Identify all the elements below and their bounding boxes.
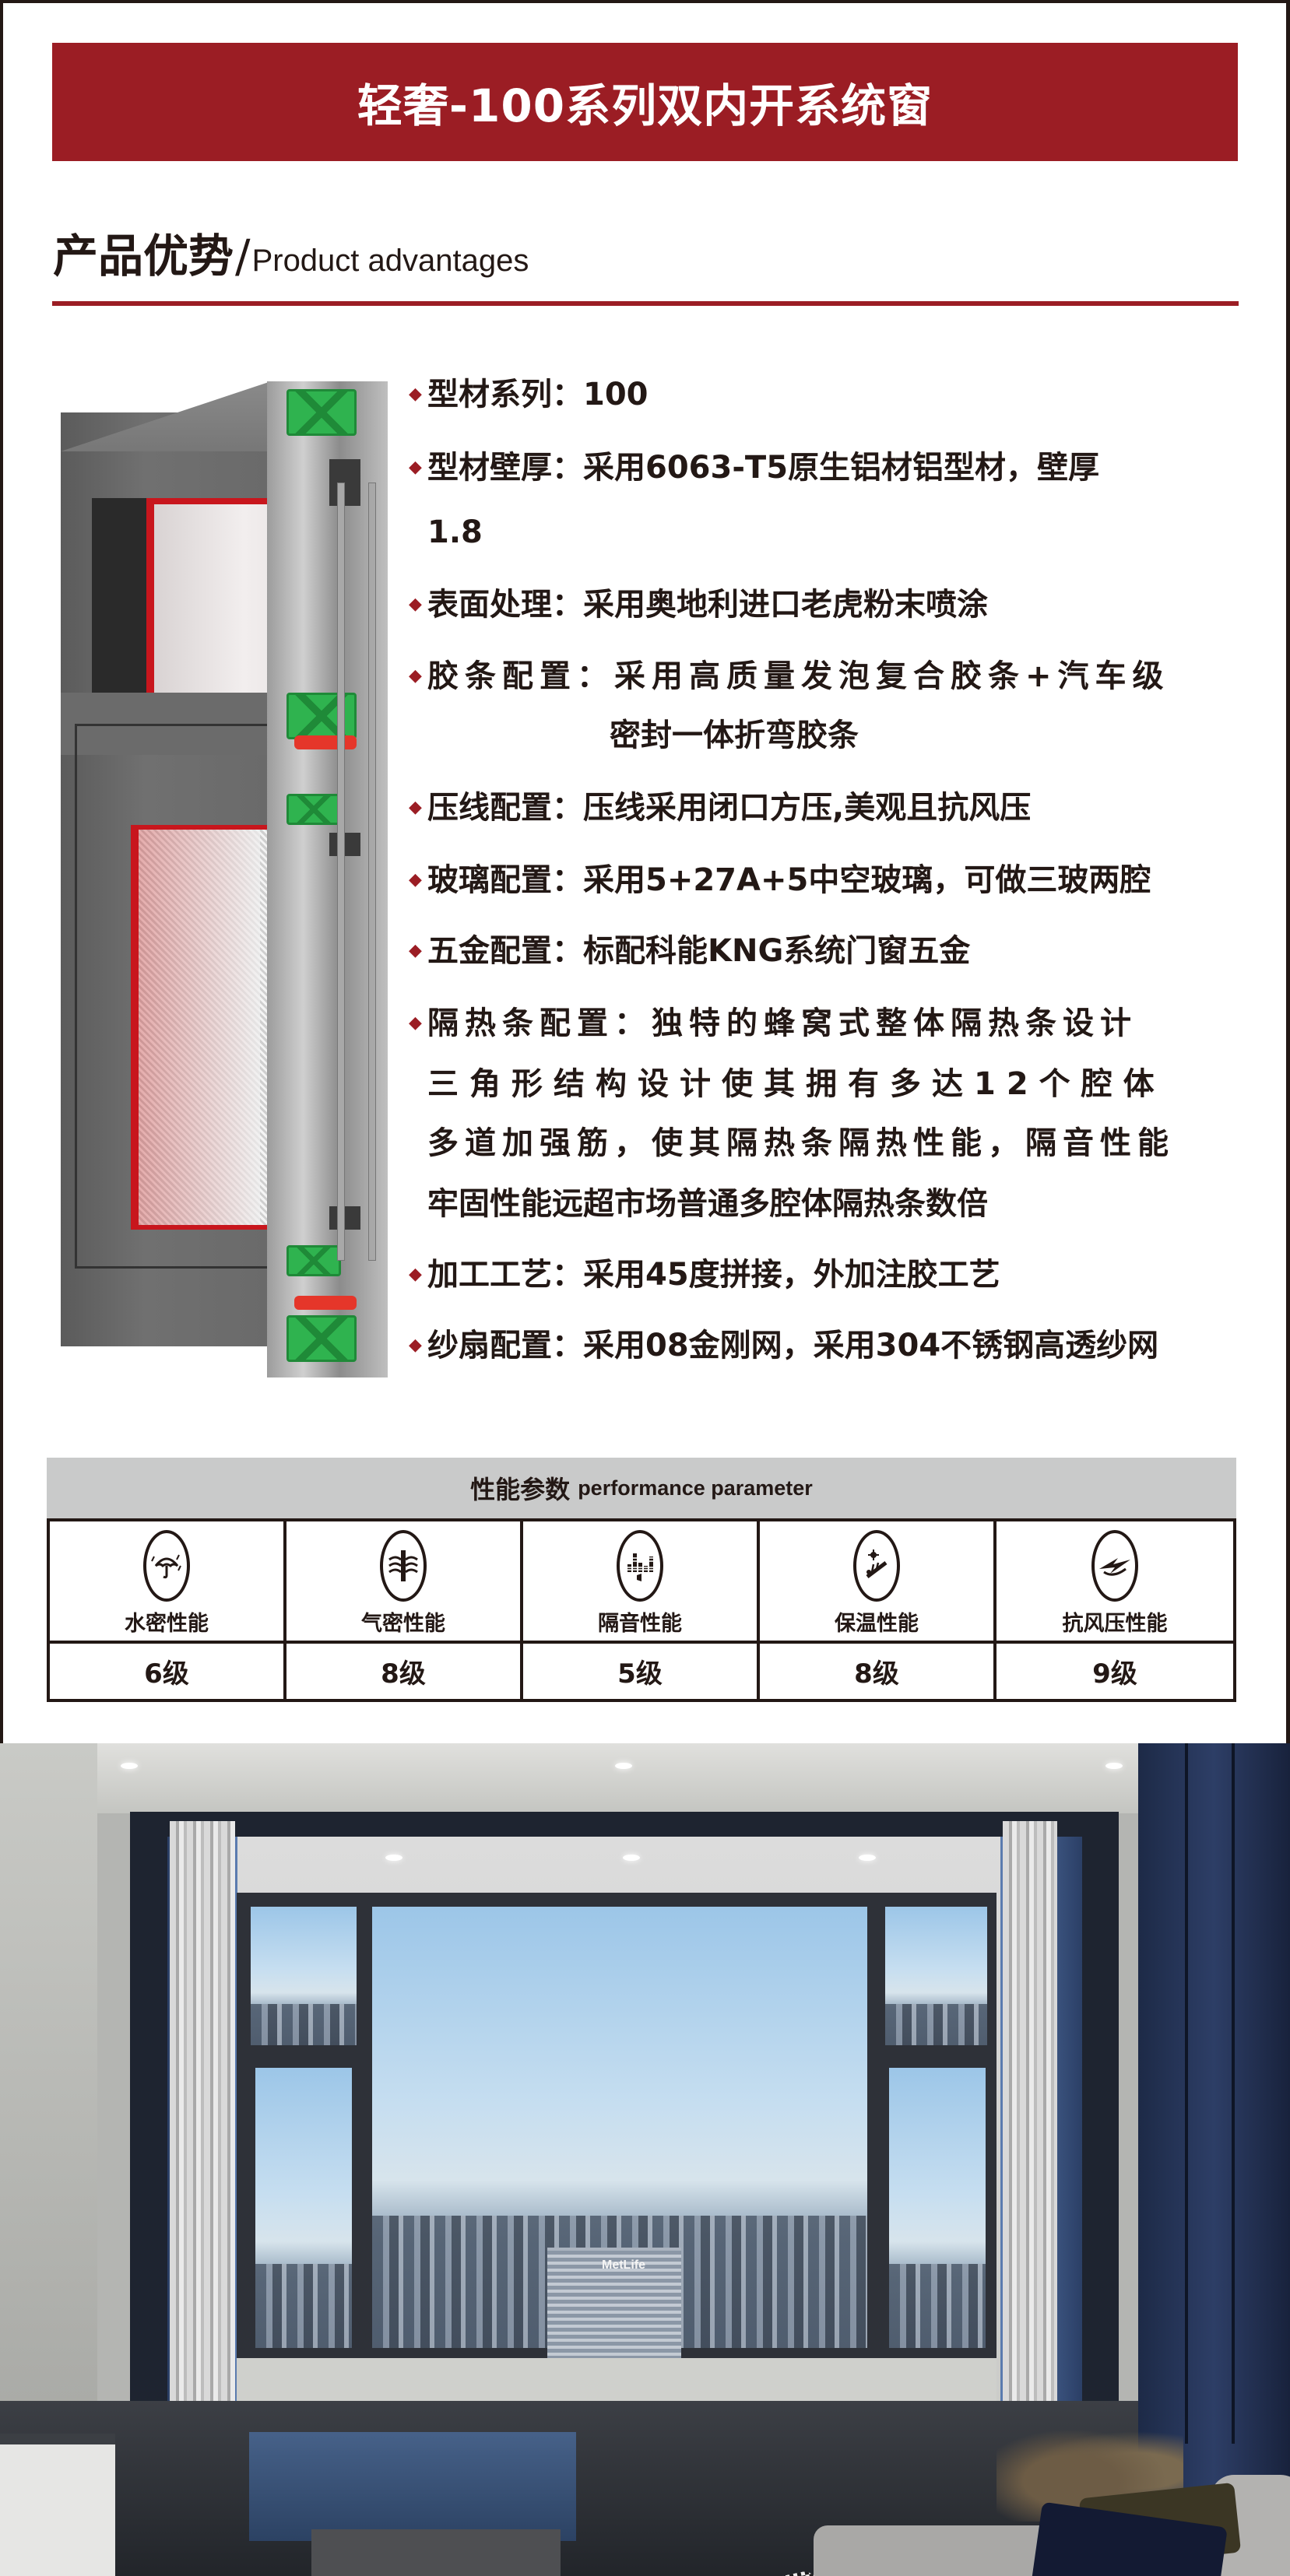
back-wall (97, 1743, 1141, 1813)
perf-value-wind: 9级 (1092, 1658, 1137, 1690)
glass-layer (368, 483, 376, 1261)
feature-item-continuation: 密封一体折弯胶条 (610, 718, 859, 753)
glass-spacer (329, 1206, 360, 1230)
diamond-bullet-icon: ◆ (409, 666, 422, 686)
glass-layer (337, 483, 345, 1261)
window-sash-right (889, 2068, 986, 2348)
perf-value-air: 8级 (286, 1644, 523, 1699)
ceiling-light-icon (385, 1855, 402, 1861)
page-border-right (1286, 0, 1290, 1743)
feature-item: ◆ 压线配置：压线采用闭口方压,美观且抗风压 (409, 790, 1032, 826)
sash-outline (75, 724, 269, 1269)
wind-barrier-icon (380, 1530, 427, 1602)
tv-cabinet (0, 2434, 115, 2576)
feature-item: ◆ 加工工艺：采用45度拼接，外加注胶工艺 (409, 1257, 1000, 1293)
perf-cell-water: 水密性能 (50, 1521, 286, 1644)
feature-item: ◆ 表面处理：采用奥地利进口老虎粉末喷涂 (409, 587, 988, 623)
diamond-bullet-icon: ◆ (409, 1335, 422, 1355)
metlife-building: MetLife (547, 2248, 681, 2364)
section-divider (52, 301, 1239, 306)
diamond-bullet-icon: ◆ (409, 1265, 422, 1284)
window-sill (237, 2358, 996, 2401)
feature-item: ◆ 隔热条配置：独特的蜂窝式整体隔热条设计 (409, 1005, 1137, 1041)
diamond-bullet-icon: ◆ (409, 798, 422, 817)
left-wall (0, 1743, 97, 2444)
section-heading: 产品优势 / Product advantages (53, 221, 529, 283)
section-title-en: Product advantages (251, 244, 529, 278)
section-title-cn: 产品优势 (53, 230, 234, 283)
thermal-break-strip-icon (286, 389, 357, 436)
page-title: 轻奢-100系列双内开系统窗 (357, 79, 933, 132)
feature-item: ◆ 型材系列：100 (409, 377, 649, 412)
thermal-break-strip-icon (286, 693, 357, 739)
feature-item: ◆ 纱扇配置：采用08金刚网，采用304不锈钢高透纱网 (409, 1328, 1159, 1363)
sun-thermometer-icon (853, 1530, 900, 1602)
performance-grid: 水密性能 气密性能 隔音性能 保温性能 抗风压性能 6级 8级 (47, 1518, 1236, 1702)
feature-item: ◆ 型材壁厚：采用6063-T5原生铝材铝型材，壁厚 (409, 450, 1100, 486)
ceiling-light-icon (121, 1763, 138, 1769)
diamond-bullet-icon: ◆ (409, 458, 422, 477)
performance-table: 性能参数 performance parameter 水密性能 气密性能 隔音性… (47, 1458, 1236, 1702)
thermal-break-strip-icon (286, 1245, 341, 1276)
title-banner: 轻奢-100系列双内开系统窗 (52, 43, 1238, 161)
coffee-table (311, 2529, 561, 2576)
feature-item: ◆ 玻璃配置：采用5+27A+5中空玻璃，可做三玻两腔 (409, 862, 1151, 898)
window-cross-section-image (61, 381, 388, 1377)
perf-cell-air: 气密性能 (286, 1521, 523, 1644)
feature-item-continuation: 多道加强筋，使其隔热条隔热性能，隔音性能 (427, 1125, 1175, 1161)
thermal-break-strip-icon (286, 794, 341, 825)
window-sash-left (255, 2068, 352, 2348)
window-pane-top-right (885, 1907, 987, 2045)
curtain-right (1003, 1821, 1057, 2459)
feature-item: ◆ 胶条配置：采用高质量发泡复合胶条+汽车级 (409, 658, 1170, 694)
diamond-bullet-icon: ◆ (409, 1013, 422, 1033)
glass-spacer (329, 833, 360, 856)
building-sign: MetLife (602, 2258, 645, 2272)
floor-reflection (249, 2432, 576, 2541)
window-pane-top-left (251, 1907, 357, 2045)
page-border-left (0, 0, 3, 1743)
diamond-bullet-icon: ◆ (409, 870, 422, 890)
perf-value-water: 6级 (50, 1644, 286, 1699)
sofa-back-cushion (814, 2525, 1063, 2576)
profile-section-column (267, 381, 388, 1377)
diamond-bullet-icon: ◆ (409, 595, 422, 614)
interior-photo: MetLife (0, 1743, 1290, 2576)
section-title-separator: / (235, 230, 251, 283)
feature-item-continuation: 牢固性能远超市场普通多腔体隔热条数倍 (427, 1186, 988, 1222)
ceiling-light-icon (615, 1763, 632, 1769)
ceiling-light-icon (1105, 1763, 1123, 1769)
feature-item-continuation: 1.8 (427, 514, 483, 550)
page-border-top (0, 0, 1290, 3)
feature-item-continuation: 三角形结构设计使其拥有多达12个腔体 (427, 1066, 1165, 1102)
feature-item: ◆ 五金配置：标配科能KNG系统门窗五金 (409, 933, 971, 969)
perf-cell-wind: 抗风压性能 (996, 1521, 1233, 1644)
navy-accent-wall (1138, 1743, 1290, 2576)
curtain-left (170, 1821, 235, 2459)
performance-table-header: 性能参数 performance parameter (47, 1458, 1236, 1518)
perf-cell-thermal: 保温性能 (760, 1521, 996, 1644)
diamond-bullet-icon: ◆ (409, 384, 422, 404)
perf-value-sound: 5级 (523, 1644, 760, 1699)
ceiling-light-icon (623, 1855, 640, 1861)
diamond-bullet-icon: ◆ (409, 941, 422, 960)
gasket-seal (294, 1296, 357, 1310)
screen-mesh-overlay (139, 830, 260, 1225)
thermal-break-strip-icon (286, 1315, 357, 1362)
wind-pressure-icon (1091, 1530, 1138, 1602)
ceiling-light-icon (859, 1855, 876, 1861)
perf-value-thermal: 8级 (760, 1644, 996, 1699)
perf-cell-sound: 隔音性能 (523, 1521, 760, 1644)
sound-equalizer-icon (617, 1530, 663, 1602)
gasket-seal (294, 735, 357, 749)
glass-spacer (329, 459, 360, 506)
umbrella-rain-icon (143, 1530, 190, 1602)
